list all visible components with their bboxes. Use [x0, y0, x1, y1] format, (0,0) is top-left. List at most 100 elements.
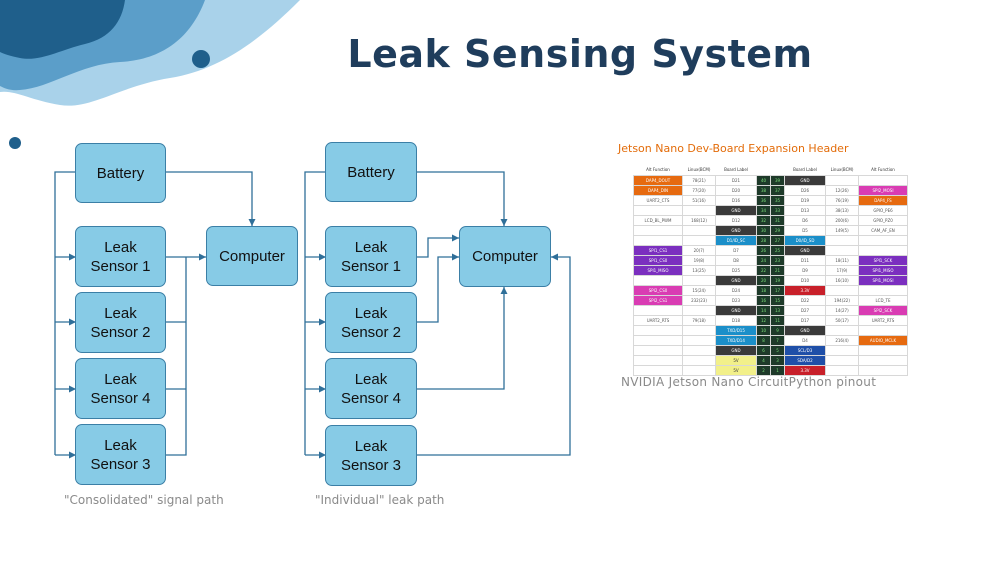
- pinout-cell: 4: [756, 355, 771, 366]
- pinout-cell: 7: [770, 335, 785, 346]
- pinout-cell: AUDIO_MCLK: [858, 335, 908, 346]
- pinout-header-cell: Board Label: [793, 166, 817, 172]
- pinout-cell: 38: [756, 185, 771, 196]
- pinout-header-cell: Alt Function: [871, 166, 895, 172]
- pinout-cell: 26: [756, 245, 771, 256]
- pinout-cell: 32: [756, 215, 771, 226]
- pinout-header-cell: Board Label: [724, 166, 748, 172]
- pinout-cell: D27: [784, 305, 826, 316]
- consolidated-sensor4-box: Leak Sensor 4: [75, 358, 166, 419]
- pinout-cell: 17: [770, 285, 785, 296]
- consolidated-left-bus: [54, 171, 76, 455]
- pinout-cell: 9: [770, 325, 785, 336]
- pinout-cell: 12: [756, 315, 771, 326]
- pinout-cell: [682, 275, 716, 286]
- pinout-cell: 37: [770, 185, 785, 196]
- pinout-header-cell: [771, 163, 785, 176]
- pinout-cell: 8: [756, 335, 771, 346]
- pinout-cell: D19: [784, 195, 826, 206]
- pinout-cell: 5V: [715, 355, 757, 366]
- individual-battery-box: Battery: [325, 142, 417, 202]
- pinout-header-cell: Linux(BCM): [687, 166, 711, 172]
- pinout-cell: SPI1_MISO: [858, 265, 908, 276]
- pinout-cell: GND: [784, 245, 826, 256]
- pinout-cell: [633, 345, 683, 356]
- pinout-cell: 200(6): [825, 215, 859, 226]
- pinout-cell: 39: [770, 175, 785, 186]
- pinout-cell: [682, 235, 716, 246]
- pinout-cell: [858, 355, 908, 366]
- pinout-cell: D8: [715, 255, 757, 266]
- pinout-cell: 1: [770, 365, 785, 376]
- pinout-cell: D12: [715, 215, 757, 226]
- pinout-cell: D16: [715, 195, 757, 206]
- pinout-cell: [682, 325, 716, 336]
- pinout-header-cell: Alt Function: [646, 166, 670, 172]
- pinout-cell: UART2_RTS: [633, 315, 683, 326]
- pinout-cell: GND: [715, 345, 757, 356]
- pinout-cell: 13: [770, 305, 785, 316]
- pinout-cell: 17(9): [825, 265, 859, 276]
- pinout-cell: 38(13): [825, 205, 859, 216]
- pinout-cell: SDA/D2: [784, 355, 826, 366]
- pinout-header-cell: [757, 163, 771, 176]
- consolidated-right-bus: [165, 257, 187, 456]
- pinout-cell: 13(25): [682, 265, 716, 276]
- pinout-cell: D0/ID_SD: [784, 235, 826, 246]
- pinout-cell: D17: [784, 315, 826, 326]
- pinout-cell: [682, 345, 716, 356]
- blob-dark: [0, 0, 125, 59]
- pinout-cell: SPI1_CS0: [633, 255, 683, 266]
- consolidated-computer-box: Computer: [206, 226, 298, 286]
- pinout-cell: 23: [770, 255, 785, 266]
- consolidated-caption: "Consolidated" signal path: [64, 493, 224, 507]
- pinout-cell: 18(11): [825, 255, 859, 266]
- pinout-cell: GND: [784, 325, 826, 336]
- pinout-cell: SPI1_MISO: [633, 265, 683, 276]
- pinout-cell: 16: [756, 295, 771, 306]
- pinout-cell: 194(22): [825, 295, 859, 306]
- pinout-cell: [858, 235, 908, 246]
- pinout-cell: D22: [784, 295, 826, 306]
- pinout-cell: [633, 205, 683, 216]
- pinout-cell: SPI2_SCK: [858, 305, 908, 316]
- pinout-cell: 3.3V: [784, 365, 826, 376]
- pinout-cell: [682, 225, 716, 236]
- pinout-cell: 21: [770, 265, 785, 276]
- pinout-cell: D4: [784, 335, 826, 346]
- pinout-cell: 168(12): [682, 215, 716, 226]
- individual-sensor4-to-computer: [416, 287, 508, 390]
- pinout-cell: 28: [756, 235, 771, 246]
- pinout-cell: D18: [715, 315, 757, 326]
- consolidated-battery-to-computer: [165, 171, 256, 226]
- pinout-cell: GPIO_PE6: [858, 205, 908, 216]
- decorative-blobs: [0, 0, 300, 149]
- pinout-cell: GND: [784, 175, 826, 186]
- pinout-cell: 232(23): [682, 295, 716, 306]
- pinout-header-cell: Linux(BCM): [830, 166, 854, 172]
- pinout-cell: 30: [756, 225, 771, 236]
- pinout-cell: 76(19): [825, 195, 859, 206]
- pinout-title: Jetson Nano Dev-Board Expansion Header: [618, 142, 849, 155]
- pinout-cell: [858, 175, 908, 186]
- pinout-cell: D6: [784, 215, 826, 226]
- pinout-cell: 36: [756, 195, 771, 206]
- dot-dark: [192, 50, 210, 68]
- consolidated-battery-box: Battery: [75, 143, 166, 203]
- pinout-cell: TXD/D14: [715, 335, 757, 346]
- dot-small: [9, 137, 21, 149]
- pinout-cell: 29: [770, 225, 785, 236]
- pinout-cell: GND: [715, 275, 757, 286]
